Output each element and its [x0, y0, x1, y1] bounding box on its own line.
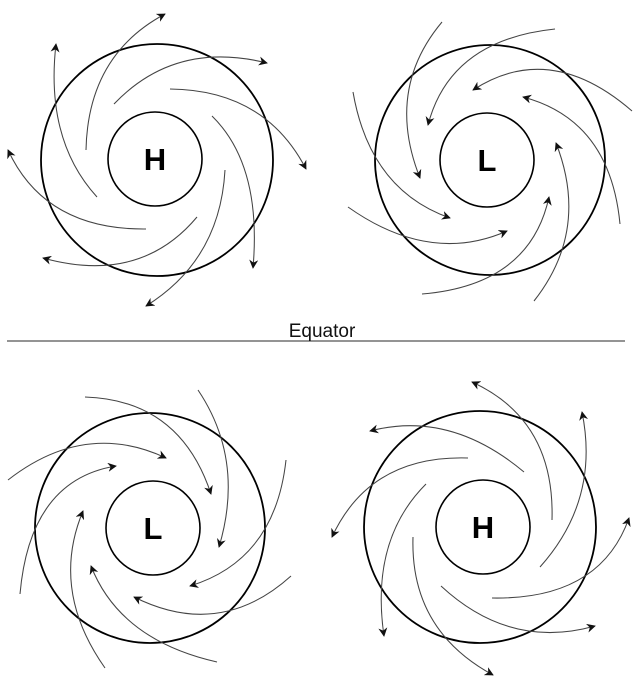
- wind-arrow-icon: [7, 442, 167, 481]
- equator-label: Equator: [289, 321, 356, 342]
- wind-arrow-icon: [133, 575, 292, 615]
- inner-circle: [105, 480, 201, 576]
- pressure-system-nh-high: H: [7, 13, 307, 307]
- wind-arrow-icon: [522, 94, 621, 225]
- pressure-label: L: [478, 143, 497, 178]
- systems-layer: H L L H: [7, 13, 633, 676]
- wind-arrow-icon: [7, 149, 147, 230]
- wind-arrow-icon: [471, 381, 553, 521]
- wind-arrow-icon: [533, 142, 570, 302]
- wind-arrow-icon: [85, 13, 166, 151]
- wind-arrow-icon: [347, 206, 508, 245]
- wind-arrow-icon: [440, 585, 596, 634]
- pressure-system-sh-low: L: [7, 389, 292, 669]
- wind-arrow-icon: [145, 169, 226, 307]
- wind-arrow-icon: [84, 396, 213, 495]
- wind-arrow-icon: [42, 216, 198, 267]
- inner-circle: [107, 111, 203, 207]
- wind-arrow-icon: [369, 424, 525, 473]
- wind-arrow-icon: [425, 28, 556, 126]
- wind-arrow-icon: [189, 459, 287, 588]
- outer-circle: [374, 44, 606, 276]
- wind-arrow-icon: [412, 536, 494, 676]
- inner-circle: [439, 112, 535, 208]
- wind-arrow-icon: [331, 457, 469, 538]
- wind-arrow-icon: [472, 68, 633, 112]
- pressure-system-sh-high: H: [331, 381, 631, 676]
- pressure-label: L: [144, 511, 163, 546]
- wind-arrow-icon: [113, 56, 268, 105]
- wind-arrow-icon: [19, 462, 117, 595]
- wind-arrow-icon: [89, 565, 218, 663]
- wind-arrow-icon: [211, 115, 259, 269]
- wind-arrow-icon: [491, 517, 631, 599]
- wind-arrow-icon: [352, 91, 451, 220]
- outer-circle: [363, 410, 597, 644]
- wind-arrow-icon: [406, 21, 443, 179]
- pressure-label: H: [144, 142, 166, 177]
- wind-arrow-icon: [70, 510, 106, 669]
- wind-arrow-icon: [50, 43, 98, 198]
- wind-arrow-icon: [421, 196, 552, 295]
- wind-arrow-icon: [197, 389, 229, 548]
- wind-arrow-icon: [169, 88, 307, 170]
- pressure-label: H: [472, 510, 494, 545]
- outer-circle: [40, 43, 274, 277]
- wind-arrow-icon: [378, 483, 427, 637]
- wind-arrow-icon: [539, 411, 589, 568]
- inner-circle: [435, 479, 531, 575]
- pressure-system-nh-low: L: [347, 21, 633, 302]
